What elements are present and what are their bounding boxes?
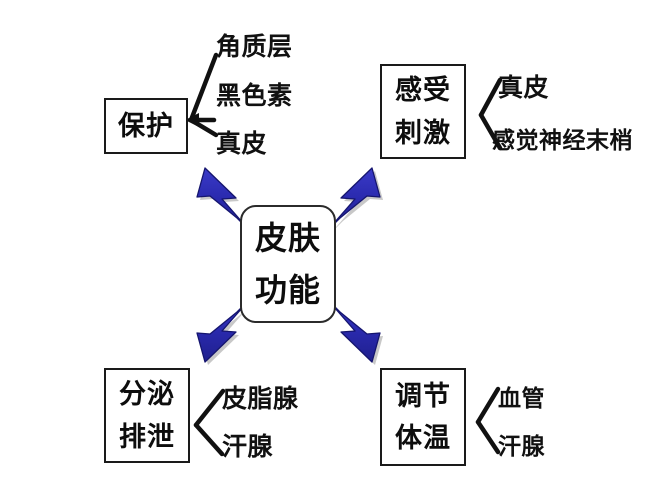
branch-box-protect-line-1: 保护 (118, 110, 174, 141)
branch-box-sense-line-2: 刺激 (395, 117, 451, 148)
leaf-label-protect-2: 黑色素 (216, 83, 293, 110)
branch-box-thermo[interactable]: 调节 体温 (380, 368, 466, 466)
branches-thermo (475, 386, 501, 455)
branch-box-sense[interactable]: 感受 刺激 (380, 64, 466, 159)
branch-box-secrete-line-2: 排泄 (119, 421, 175, 452)
leaf-label-thermo-1: 血管 (498, 386, 545, 411)
branch-box-thermo-line-2: 体温 (395, 423, 451, 453)
branch-arrowhead-protect (185, 113, 199, 127)
leaf-label-secrete-2: 汗腺 (222, 434, 274, 461)
center-node-skin-function[interactable]: 皮肤 功能 (240, 205, 336, 323)
branches-secrete (193, 388, 226, 457)
leaf-label-protect-1: 角质层 (216, 34, 293, 61)
leaf-label-sense-2: 感觉神经末梢 (492, 128, 633, 153)
branch-box-secrete-line-1: 分泌 (119, 379, 175, 410)
branch-box-protect[interactable]: 保护 (104, 98, 188, 154)
leaf-label-thermo-2: 汗腺 (498, 434, 545, 459)
branch-box-thermo-line-1: 调节 (395, 380, 451, 411)
center-node-line-2: 功能 (254, 272, 321, 308)
leaf-label-protect-3: 真皮 (216, 131, 268, 158)
branch-box-secrete[interactable]: 分泌 排泄 (104, 368, 190, 463)
branches-sense (478, 77, 503, 151)
leaf-label-sense-1: 真皮 (498, 75, 550, 102)
center-node-line-1: 皮肤 (254, 220, 321, 256)
leaf-label-secrete-1: 皮脂腺 (222, 386, 299, 413)
branch-box-sense-line-1: 感受 (395, 75, 451, 106)
